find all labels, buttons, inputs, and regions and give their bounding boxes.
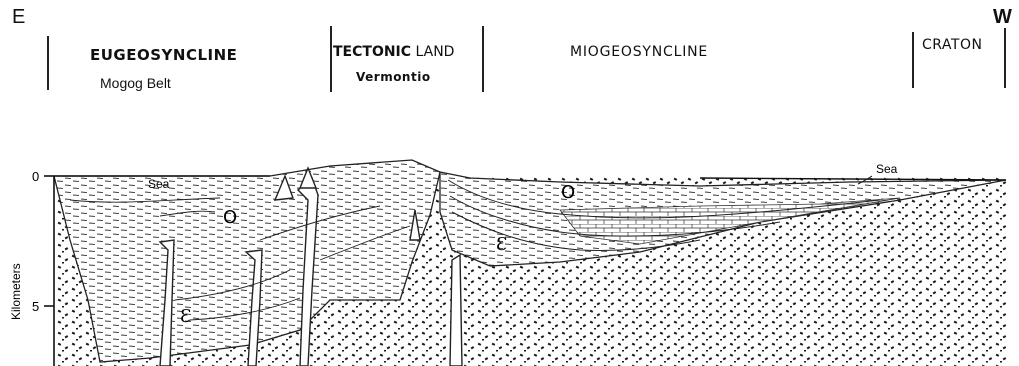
depth-tick-label-0: 0 — [32, 169, 39, 184]
cambrian-symbol-eugeo: Ɛ — [180, 306, 191, 327]
cambrian-symbol-mio: Ɛ — [496, 234, 507, 255]
ordovician-symbol-mio: O — [561, 182, 575, 203]
ordovician-symbol-eugeo: O — [223, 207, 237, 228]
depth-axis-label: Kilometers — [9, 263, 23, 320]
sea-label-left: Sea — [148, 177, 170, 191]
depth-tick-label-5: 5 — [32, 299, 39, 314]
sea-label-right: Sea — [876, 162, 898, 176]
